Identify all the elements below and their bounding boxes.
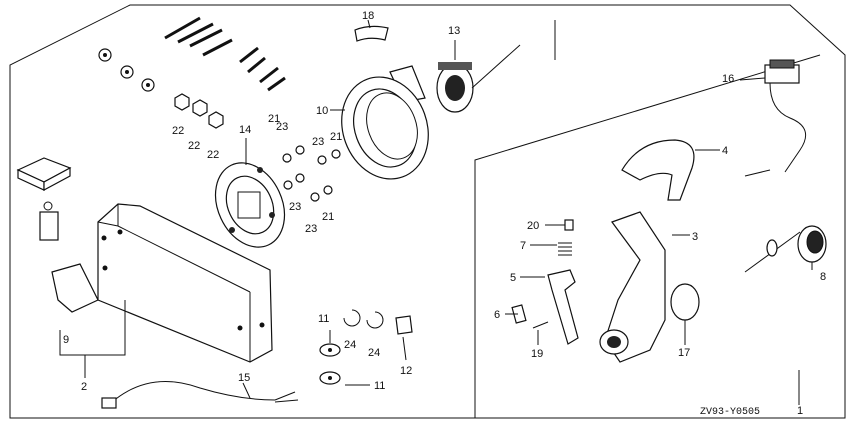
callout-8: 8 <box>820 271 826 283</box>
callout-22-a: 22 <box>172 125 184 137</box>
callout-22-c: 22 <box>207 149 219 161</box>
inner-frame <box>474 54 821 418</box>
callout-13: 13 <box>448 25 460 37</box>
part-13-gear <box>436 44 521 113</box>
part-3-lever <box>599 211 666 363</box>
callout-23-a: 23 <box>276 121 288 133</box>
callout-22-b: 22 <box>188 140 200 152</box>
callout-24-a: 24 <box>344 339 356 351</box>
part-9-bracket <box>51 263 99 313</box>
callout-6: 6 <box>494 309 500 321</box>
callout-17: 17 <box>678 347 690 359</box>
part-15-harness <box>101 381 299 409</box>
callout-1: 1 <box>797 405 803 417</box>
callout-15: 15 <box>238 372 250 384</box>
parts-20-7-5-6-19 <box>511 219 579 345</box>
part-18-plate <box>354 25 389 42</box>
part-8-knob <box>744 225 827 273</box>
callout-21-b: 21 <box>330 131 342 143</box>
callout-3: 3 <box>692 231 698 243</box>
callout-20: 20 <box>527 220 539 232</box>
part-17-ring <box>670 283 700 321</box>
callout-10: 10 <box>316 105 328 117</box>
callout-12: 12 <box>400 365 412 377</box>
part-2-housing <box>97 203 273 363</box>
nuts-22 <box>174 93 224 129</box>
callout-19: 19 <box>531 348 543 360</box>
manual-book <box>16 157 72 192</box>
callout-2: 2 <box>81 381 87 393</box>
part-14-flange <box>214 162 286 248</box>
callout-24-b: 24 <box>368 347 380 359</box>
parts-11-24-12 <box>319 309 413 385</box>
callout-4: 4 <box>722 145 728 157</box>
leader-lines <box>59 19 813 405</box>
callout-18: 18 <box>362 10 374 22</box>
callout-11-upper: 11 <box>318 313 329 325</box>
part-16-switch <box>744 59 807 177</box>
callout-21-c: 21 <box>322 211 334 223</box>
nut-set-washers <box>98 48 155 92</box>
tag-label <box>39 201 59 241</box>
callout-23-b: 23 <box>312 136 324 148</box>
bolt-set <box>164 16 286 92</box>
diagram-code: ZV93-Y0505 <box>700 407 760 418</box>
callout-16: 16 <box>722 73 734 85</box>
callout-23-c: 23 <box>289 201 301 213</box>
callout-5: 5 <box>510 272 516 284</box>
callout-7: 7 <box>520 240 526 252</box>
screws-21-23 <box>282 145 341 202</box>
callout-21-a: 21 <box>268 113 280 125</box>
callout-14: 14 <box>239 124 251 136</box>
callout-23-d: 23 <box>305 223 317 235</box>
callout-11-lower: 11 <box>374 380 385 392</box>
part-10-drum <box>341 76 429 180</box>
outer-frame <box>9 4 846 419</box>
part-4-cover <box>621 139 695 201</box>
callout-9: 9 <box>63 334 69 346</box>
